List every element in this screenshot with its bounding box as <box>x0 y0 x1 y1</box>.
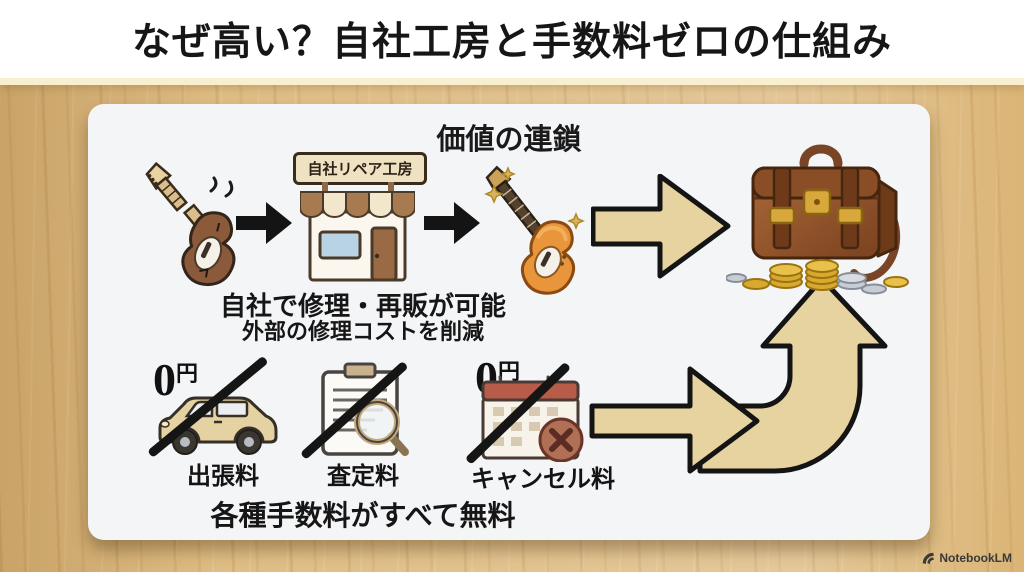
briefcase-money-icon <box>726 144 909 295</box>
broken-guitar-icon <box>145 161 236 287</box>
card-heading: 価値の連鎖 <box>436 124 582 156</box>
repair-caption-line2: 外部の修理コストを削減 <box>241 319 484 344</box>
curved-arrow-up-icon <box>589 276 888 474</box>
fee-item-assessment: 査定料 <box>293 354 433 499</box>
big-arrow-right-icon <box>591 174 731 279</box>
notebooklm-icon <box>923 552 935 564</box>
fixed-guitar-icon <box>484 165 585 295</box>
fee-label: 査定料 <box>327 464 399 490</box>
repair-shop-icon <box>300 182 415 282</box>
fee-label: 出張料 <box>187 464 259 490</box>
big-arrow-right-icon <box>589 366 760 474</box>
notebooklm-badge: NotebookLM <box>921 551 1012 565</box>
zero-yen-text: 0円 <box>153 354 199 405</box>
title-banner: なぜ高い？自社工房と手数料ゼロの仕組み <box>0 0 1024 85</box>
page-title: なぜ高い？自社工房と手数料ゼロの仕組み <box>131 21 892 64</box>
fee-label: キャンセル料 <box>471 467 615 493</box>
fees-free-caption: 各種手数料がすべて無料 <box>210 501 516 532</box>
arrow-right-icon <box>424 202 480 244</box>
arrow-right-icon <box>236 202 292 244</box>
repair-caption-line1: 自社で修理・再販が可能 <box>219 292 506 321</box>
calendar-cancel-icon <box>481 375 584 462</box>
shop-sign: 自社リペア工房 <box>293 152 427 185</box>
value-chain-card: 価値の連鎖 自社リペア工房 <box>88 104 930 540</box>
watermark-label: NotebookLM <box>939 551 1012 565</box>
fee-item-cancel: 0円 キャンセル料 <box>463 354 623 499</box>
fee-item-travel: 0円 出張料 <box>143 354 303 499</box>
